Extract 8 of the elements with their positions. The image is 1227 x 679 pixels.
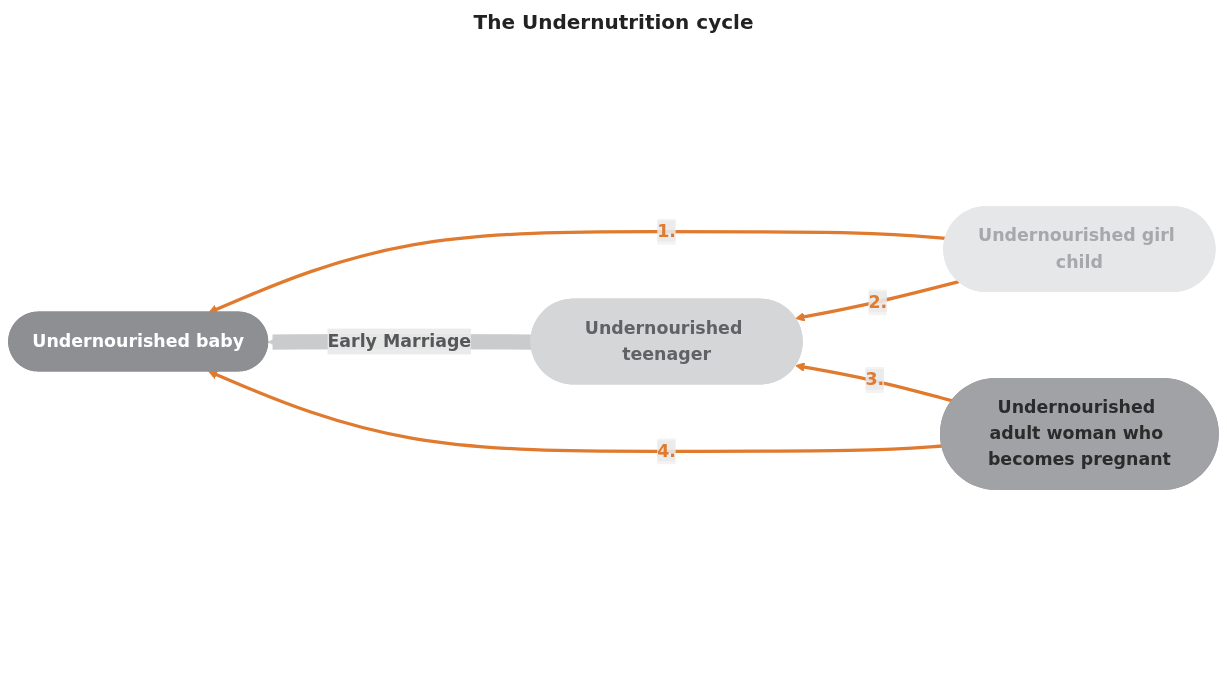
- edge-label: 3.: [865, 369, 885, 390]
- diagram-title: The Undernutrition cycle: [472, 10, 755, 34]
- edge-label: Early Marriage: [327, 330, 472, 352]
- edge-label: 4.: [657, 440, 676, 462]
- edge-label: 2.: [868, 291, 888, 313]
- edge-label: 1.: [657, 220, 676, 242]
- arrow: [795, 362, 953, 403]
- arrow: [795, 280, 960, 322]
